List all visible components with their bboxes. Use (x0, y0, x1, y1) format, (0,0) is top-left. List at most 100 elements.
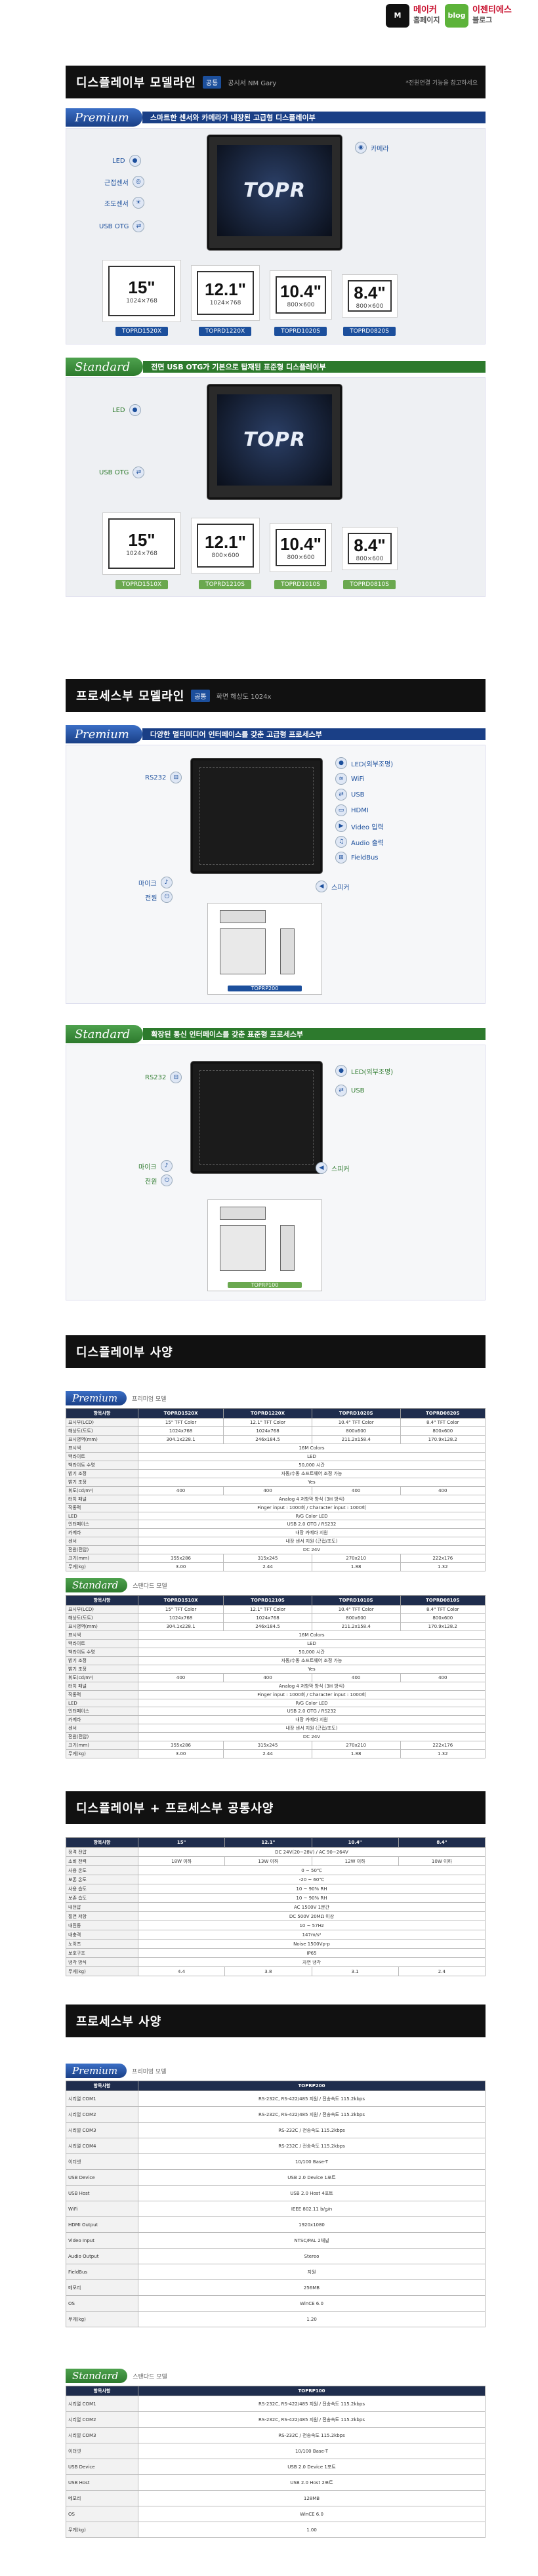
blog-link-sublabel: 블로그 (472, 16, 493, 24)
callout-mic: 마이크♪ (138, 877, 173, 888)
callout-mic: 마이크♪ (138, 1160, 173, 1172)
premium-processor-image (191, 758, 322, 873)
table-header-cell: TOPRD1020S (311, 1408, 401, 1419)
table-cell: 4.4 (137, 1966, 226, 1976)
table-cell: 내장 센서 지원 (근접/조도) (138, 1537, 486, 1546)
premium-display-panel: TOPR LED● 근접센서◎ 조도센서☀ USB OTG⇄ ◉카메라 15"1… (66, 128, 486, 344)
maker-link-label: 메이커 (413, 5, 437, 16)
callout-proximity: 근접센서◎ (104, 176, 144, 188)
table-cell: 128MB (138, 2490, 486, 2506)
row-label: 밝기 조정 (66, 1665, 138, 1674)
row-label: HDMI Output (66, 2216, 138, 2233)
table-cell: 800x600 (311, 1426, 401, 1436)
proximity-sensor-icon: ◎ (132, 176, 144, 188)
row-label: 전원(전압) (66, 1732, 138, 1741)
led-icon: ● (335, 757, 347, 769)
led-icon: ● (129, 404, 141, 416)
standard-monitor-image: TOPR (207, 384, 342, 499)
row-label: 표시영역(mm) (66, 1622, 138, 1631)
row-label: 시리얼 COM1 (66, 2396, 138, 2412)
table-header-cell: 항목사항 (66, 1408, 138, 1419)
premium-proc-spec-subhead: Premium 프리미엄 모델 (66, 2064, 167, 2078)
callout-fieldbus: ⊞FieldBus (335, 852, 379, 863)
table-cell: 1024x768 (137, 1426, 224, 1436)
table-cell: 211.2x158.4 (311, 1435, 401, 1444)
row-label: USB Device (66, 2459, 138, 2475)
table-row: 보존 온도-20 ~ 60℃ (66, 1875, 486, 1884)
camera-icon: ◉ (355, 142, 367, 154)
monitor-screen: TOPR (217, 394, 332, 486)
callout-speaker: ◀스피커 (316, 1162, 350, 1174)
premium-display-desc: 스마트한 센서와 카메라가 내장된 고급형 디스플레이부 (142, 112, 486, 123)
table-cell: 1024x768 (223, 1426, 312, 1436)
table-cell: 400 (400, 1673, 486, 1682)
row-label: 보호구조 (66, 1948, 138, 1958)
table-cell: 16M Colors (138, 1444, 486, 1453)
table-cell: 400 (223, 1673, 312, 1682)
table-cell: RS-232C / 전송속도 115.2kbps (138, 2427, 486, 2443)
power-icon: ⏻ (161, 1174, 173, 1186)
table-cell: 15" TFT Color (137, 1418, 224, 1427)
row-label: 크기(mm) (66, 1741, 138, 1750)
table-cell: 2.44 (223, 1749, 312, 1758)
table-header-cell: TOPRD0820S (400, 1408, 486, 1419)
row-label: 카메라 (66, 1528, 138, 1537)
table-cell: 1.32 (400, 1749, 486, 1758)
row-label: 센서 (66, 1537, 138, 1546)
row-label: 백라이트 (66, 1452, 138, 1461)
table-cell: 8.4" TFT Color (400, 1605, 486, 1614)
row-label: USB Host (66, 2474, 138, 2491)
table-cell: RS-232C, RS-422/485 지원 / 전송속도 115.2kbps (138, 2106, 486, 2123)
row-label: 작동력 (66, 1690, 138, 1699)
usb-icon: ⇄ (133, 467, 145, 478)
table-cell: DC 24V(20~28V) / AC 90~264V (138, 1847, 486, 1857)
table-cell: Analog 4 저항막 방식 (3H 방식) (138, 1682, 486, 1691)
row-label: 인터페이스 (66, 1707, 138, 1716)
row-label: 이더넷 (66, 2153, 138, 2170)
maker-logo-icon: M (386, 4, 409, 28)
row-label: 무게(kg) (66, 1749, 138, 1758)
premium-monitor-image: TOPR (207, 135, 342, 250)
row-label: 내진동 (66, 1921, 138, 1930)
processor-lineup-title: 프로세스부 모델라인 (76, 690, 185, 703)
row-label: FieldBus (66, 2264, 138, 2280)
premium-spec-subhead: Premium 프리미엄 모델 (66, 1391, 167, 1405)
table-cell: 내장 센서 지원 (근접/조도) (138, 1724, 486, 1733)
table-cell: R/G Color LED (138, 1512, 486, 1520)
premium-tag: Premium (66, 108, 142, 127)
table-cell: 246x184.5 (223, 1435, 312, 1444)
row-label: LED (66, 1699, 138, 1707)
row-label: 휘도(cd/m²) (66, 1673, 138, 1682)
standard-spec-subhead: Standard 스탠다드 모델 (66, 1578, 167, 1592)
table-cell: 222x176 (400, 1741, 486, 1750)
premium-processor-desc: 다양한 멀티미디어 인터페이스를 갖춘 고급형 프로세스부 (142, 728, 486, 740)
speaker-icon: ◀ (316, 881, 327, 892)
standard-proc-spec-subhead: Standard 스탠다드 모델 (66, 2369, 167, 2383)
processor-model-label: TOPRP200 (228, 986, 302, 991)
callout-usb: USB OTG⇄ (99, 467, 145, 478)
row-label: 백라이트 (66, 1639, 138, 1648)
table-cell: 12W 이하 (311, 1856, 399, 1866)
row-label: 내전압 (66, 1902, 138, 1912)
table-cell: 10/100 Base-T (138, 2153, 486, 2170)
table-cell: 355x286 (137, 1554, 224, 1563)
premium-processor-views: TOPRP200 (207, 903, 322, 995)
table-cell: USB 2.0 OTG / RS232 (138, 1707, 486, 1716)
table-cell: 400 (311, 1486, 401, 1495)
table-cell: 12.1" TFT Color (223, 1605, 312, 1614)
